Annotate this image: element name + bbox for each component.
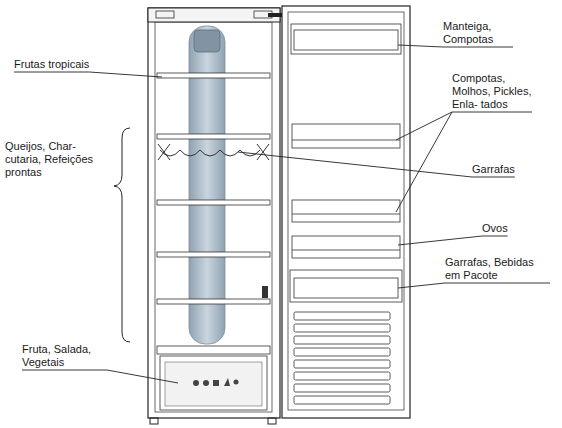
vent-slot [294, 384, 390, 392]
drawing-part [234, 380, 239, 385]
leader-line [396, 112, 452, 140]
bottle-rack-end [158, 144, 269, 160]
vent-slot [294, 336, 390, 344]
callout-label: Fruta, Salada, Vegetais [22, 343, 107, 369]
label-underline [445, 283, 550, 284]
callout-label: Frutas tropicais [14, 58, 89, 71]
cabinet-outline [148, 8, 280, 418]
callout-label: Garrafas, Bebidas em Pacote [445, 256, 550, 282]
door-bin-inner [294, 30, 398, 50]
glass-shelf [157, 252, 270, 257]
leader-line [398, 236, 482, 245]
door-bin [290, 270, 402, 302]
led-housing [194, 30, 220, 52]
callout-label: Queijos, Char- cutaria, Refeições pronta… [5, 140, 105, 179]
vent-slot [294, 324, 390, 332]
door-bin [292, 124, 400, 148]
drawing-part [292, 214, 400, 215]
cabinet-inner [155, 22, 272, 412]
leader-line [238, 152, 472, 177]
control-panel [148, 8, 280, 22]
glass-shelf [157, 200, 270, 205]
leader-line [396, 112, 452, 212]
drawing-part [193, 380, 199, 386]
callout-label: Ovos [482, 222, 508, 235]
label-underline [14, 72, 89, 73]
panel-part [156, 11, 174, 18]
label-underline [22, 370, 107, 371]
drawing-part [224, 378, 230, 386]
leader-line [89, 72, 162, 77]
drawing-part [213, 380, 219, 386]
door-inner [288, 12, 404, 410]
door-outline [282, 6, 410, 418]
leader-line [398, 45, 443, 47]
door-bin [292, 200, 400, 222]
callout-label: Garrafas [472, 163, 515, 176]
crisper-icons [193, 378, 239, 386]
label-underline [472, 177, 515, 178]
drawing-part [292, 140, 400, 141]
label-underline [452, 112, 532, 113]
drawing-part [292, 250, 400, 251]
vent-slot [294, 312, 390, 320]
leader-line [398, 283, 445, 288]
vent-slot [294, 360, 390, 368]
door-bins [290, 24, 402, 302]
label-underline [443, 47, 513, 48]
glass-shelf [157, 299, 270, 304]
crisper-lid [157, 346, 270, 354]
leader-line [107, 370, 178, 383]
shelves [157, 73, 270, 304]
door-bin [292, 236, 400, 258]
vent-slot [294, 372, 390, 380]
callout-label: Compotas, Molhos, Pickles, Enla- tados [452, 72, 532, 111]
door-vent-slots [294, 312, 390, 404]
crisper-front [165, 362, 262, 406]
bracket [114, 128, 130, 342]
door-bin-inner [294, 278, 398, 298]
foot [150, 418, 158, 424]
callout-label: Manteiga, Compotas [443, 20, 513, 46]
glass-shelf [157, 134, 270, 139]
door-latch [262, 286, 268, 298]
foot [268, 418, 276, 424]
label-underline [482, 236, 508, 237]
vent-slot [294, 348, 390, 356]
drawing-part [203, 380, 209, 386]
vent-slot [294, 396, 390, 404]
glass-shelf [157, 73, 270, 78]
door-bin [291, 24, 401, 54]
